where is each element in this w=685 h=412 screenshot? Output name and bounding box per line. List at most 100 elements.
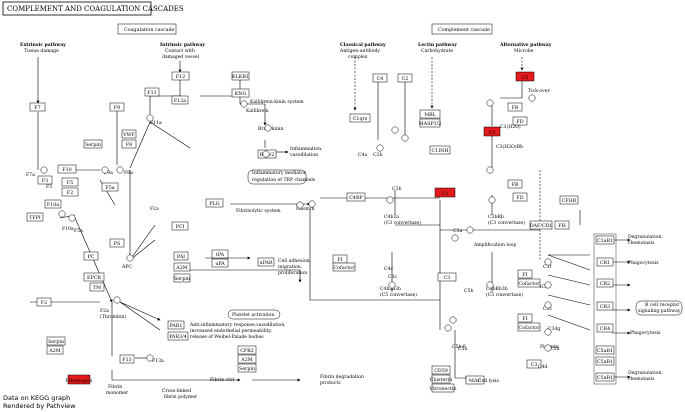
gene-label: PAR3/4 <box>169 334 187 340</box>
compound-node <box>486 166 494 174</box>
gene-box-cofactor[interactable]: Cofactor <box>517 322 541 332</box>
gene-box-fh[interactable]: FH <box>554 220 570 230</box>
gene-box-c5ar1[interactable]: C5aR1 <box>595 372 615 382</box>
gene-box-cpb2[interactable]: CPB2 <box>237 345 257 355</box>
gene-box-cr2[interactable]: CR2 <box>596 278 614 288</box>
gene-box-pai[interactable]: PAI <box>173 251 189 261</box>
gene-box-a2m[interactable]: A2M <box>173 262 191 272</box>
gene-box-vitronectin[interactable]: Vitronectin <box>428 383 457 393</box>
gene-box-c3[interactable]: C3 <box>437 272 457 282</box>
gene-box-cofactor[interactable]: Cofactor <box>332 262 356 272</box>
gene-box-f10[interactable]: F10 <box>57 164 77 174</box>
gene-box-plg[interactable]: PLG <box>205 198 224 208</box>
footer-line-2: Rendered by Pathview <box>3 402 76 410</box>
node-label-c4d: C4d <box>538 364 547 370</box>
gene-box-tpa[interactable]: tPA <box>211 249 229 259</box>
gene-box-f10a[interactable]: F10a <box>44 199 62 209</box>
gene-box-c5ar1[interactable]: C5aR1 <box>595 345 615 355</box>
gene-box-serpin[interactable]: Serpin <box>83 139 103 149</box>
gene-box-upa[interactable]: uPA <box>211 258 229 268</box>
gene-box-tfpi[interactable]: TFPI <box>26 212 44 222</box>
gene-box-c4[interactable]: C4 <box>372 73 388 83</box>
gene-box-c1qrs[interactable]: C1qrs <box>349 113 371 123</box>
gene-box-f3[interactable]: F3 <box>37 175 53 185</box>
gene-box-mbl[interactable]: MBL <box>419 109 441 119</box>
gene-box-f2[interactable]: F2 <box>61 187 79 197</box>
gene-box-f5a[interactable]: F5a <box>101 182 119 192</box>
gene-box-cr3[interactable]: CR3 <box>596 301 614 311</box>
gene-box-c1inh[interactable]: C1INH <box>429 145 451 155</box>
gene-label: FI <box>522 272 527 278</box>
gene-box-f7[interactable]: F7 <box>29 102 46 112</box>
gene-box-c3-highlighted[interactable]: C3 <box>483 126 501 137</box>
gene-box-f12a[interactable]: F12a <box>171 95 189 105</box>
gene-box-daf-cr1[interactable]: DAF/CR1 <box>530 220 553 230</box>
gene-box-clusterin[interactable]: Clusterin <box>430 374 452 384</box>
gene-box-serpin[interactable]: Serpin <box>173 273 191 283</box>
gene-box-pc[interactable]: PC <box>83 251 99 261</box>
gene-label: C4BP <box>349 195 363 201</box>
gene-box-f11[interactable]: F11 <box>144 87 160 97</box>
compound-node <box>449 316 457 324</box>
gene-label: tPA <box>216 252 225 258</box>
compound-node <box>101 166 109 174</box>
gene-box-par3-4[interactable]: PAR3/4 <box>167 331 189 341</box>
annotation-chemotaxis: chemotaxis <box>628 376 655 382</box>
gene-box-c2[interactable]: C2 <box>397 73 413 83</box>
gene-box-pci[interactable]: PCI <box>171 221 189 231</box>
gene-box-fd[interactable]: FD <box>512 192 528 202</box>
gene-box-fi[interactable]: FI <box>517 313 533 323</box>
compound-node <box>376 144 384 152</box>
gene-box-mac[interactable]: MAC <box>465 375 485 385</box>
gene-box-cofactor[interactable]: Cofactor <box>517 278 541 288</box>
gene-box-c5-highlighted[interactable]: C5 <box>515 71 535 82</box>
gene-box-f8[interactable]: F8 <box>121 139 137 149</box>
node-label-c3f: C3f <box>543 264 551 270</box>
gene-box-klkb1[interactable]: KLKB1 <box>231 71 250 81</box>
gene-box-cd59[interactable]: CD59 <box>431 365 451 375</box>
gene-box-par1[interactable]: PAR1 <box>167 320 185 330</box>
gene-box-kng[interactable]: KNG <box>231 88 250 98</box>
gene-box-a2m[interactable]: A2M <box>46 345 64 355</box>
node-label-f10a: F10a <box>62 226 74 232</box>
gene-box-tm[interactable]: TM <box>89 282 105 292</box>
gene-box-serpin[interactable]: Serpin <box>237 363 257 373</box>
node-label-c4b2a3b: C4b2a3b <box>380 286 401 292</box>
gene-box-f9[interactable]: F9 <box>109 102 125 112</box>
gene-box-c5ar1[interactable]: C5aR1 <box>595 356 615 366</box>
gene-box-c3-highlighted[interactable]: C3 <box>434 187 456 198</box>
gene-box-epcr[interactable]: EPCR <box>83 272 105 282</box>
gene-box-f12[interactable]: F12 <box>171 71 190 81</box>
gene-box-fi[interactable]: FI <box>332 254 348 264</box>
gene-box-fb[interactable]: FB <box>507 179 523 189</box>
gene-box-c3[interactable]: C3 <box>526 359 542 369</box>
gene-box-upar[interactable]: uPAR <box>257 257 275 267</box>
annotation-inflammation: Inflammation, <box>290 146 323 152</box>
gene-box-c3ar1[interactable]: C3aR1 <box>595 235 615 245</box>
annotation-regulation-of-trp-channels: regulation of TRP channels <box>252 177 316 183</box>
gene-box-a2m[interactable]: A2M <box>237 354 257 364</box>
gene-box-f2[interactable]: F2 <box>36 297 52 307</box>
node-label-f2a: F2a <box>100 308 109 314</box>
gene-box-cr4[interactable]: CR4 <box>596 323 614 333</box>
gene-box-ps[interactable]: PS <box>109 238 125 248</box>
gene-box-fibrinogen-highlighted[interactable]: Fibrinogen <box>66 374 93 385</box>
gene-box-fb[interactable]: FB <box>507 102 523 112</box>
gene-label: CD59 <box>434 368 448 374</box>
gene-box-cfhr[interactable]: CFHR <box>559 195 579 205</box>
gene-box-masp1-2[interactable]: MASP1/2 <box>419 118 442 128</box>
gene-box-serpin[interactable]: Serpin <box>46 336 66 346</box>
annotation-amplification-loop: Amplification loop <box>473 242 516 248</box>
gene-box-f13[interactable]: F13 <box>119 354 135 364</box>
gene-label: FD <box>516 195 523 201</box>
gene-label: Serpin <box>174 276 190 282</box>
node-label-f11a: F11a <box>150 120 162 126</box>
compound-node <box>488 196 496 204</box>
gene-box-fi[interactable]: FI <box>517 269 533 279</box>
gene-box-c4bp[interactable]: C4BP <box>346 192 366 202</box>
gene-box-cr1[interactable]: CR1 <box>596 257 614 267</box>
gene-box-fd[interactable]: FD <box>512 116 528 126</box>
gene-box-f5[interactable]: F5 <box>61 177 79 187</box>
annotation-box <box>247 169 307 185</box>
gene-box-vwf[interactable]: VWF <box>121 129 137 139</box>
